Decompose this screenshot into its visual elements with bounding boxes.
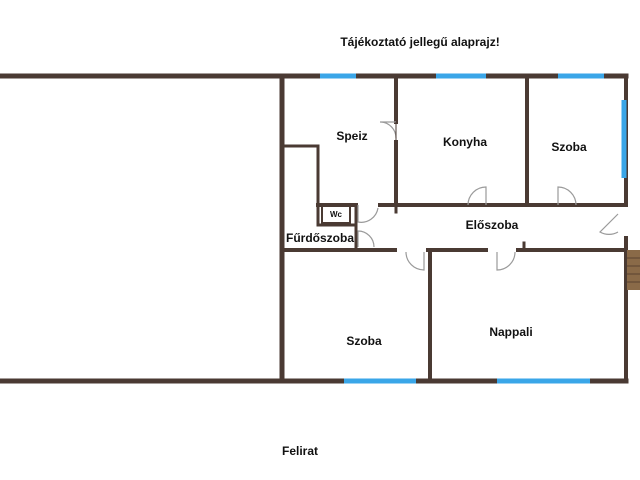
- door-nappali: [496, 251, 516, 271]
- room-label-konyha: Konyha: [443, 135, 487, 149]
- doors: [357, 121, 619, 271]
- door-konyha: [467, 186, 487, 206]
- caption-label: Felirat: [282, 444, 318, 458]
- door-wc: [357, 205, 379, 223]
- walls: [0, 73, 629, 384]
- wc-box: [321, 205, 351, 224]
- door-speiz: [379, 121, 397, 139]
- windows: [320, 73, 627, 384]
- wall-bathroom-notch: [280, 144, 358, 227]
- room-label-nappali: Nappali: [489, 325, 532, 339]
- door-bathroom: [357, 230, 375, 248]
- room-label-speiz: Speiz: [336, 129, 367, 143]
- room-label-furdoszoba: Fűrdőszoba: [286, 231, 354, 245]
- plan-title: Tájékoztató jellegű alaprajz!: [340, 35, 499, 49]
- room-label-eloszoba: Előszoba: [466, 218, 519, 232]
- room-label-szoba-top: Szoba: [551, 140, 587, 154]
- door-szoba-bottom: [405, 251, 425, 271]
- room-label-wc: Wc: [330, 210, 343, 219]
- room-label-szoba-bottom: Szoba: [346, 334, 382, 348]
- door-szoba-top: [557, 186, 577, 206]
- door-entrance: [599, 213, 619, 236]
- entrance-stairs: [627, 250, 640, 290]
